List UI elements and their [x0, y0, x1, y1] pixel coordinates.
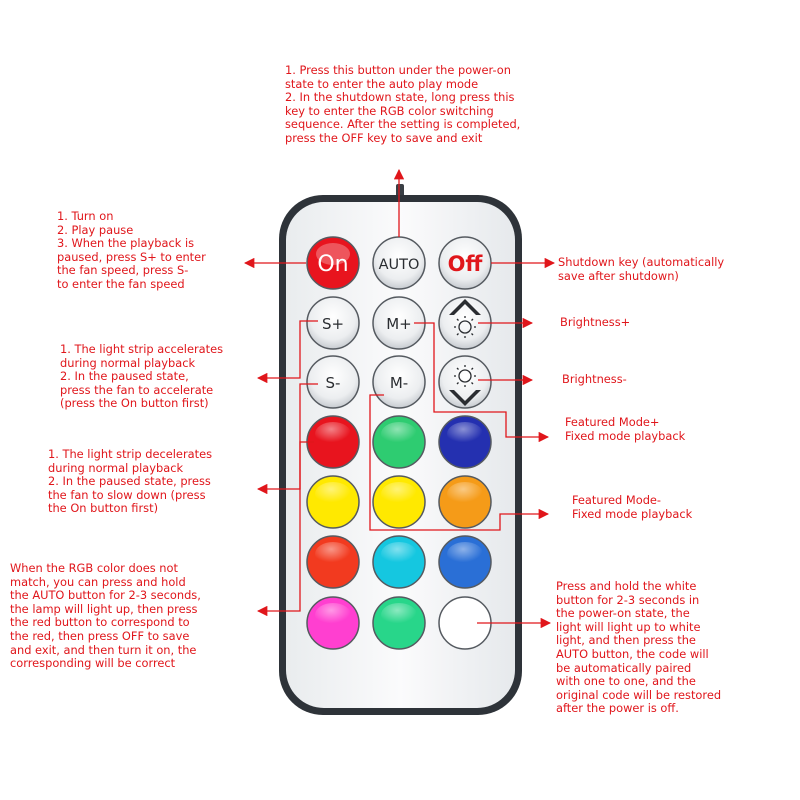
note-line: 2. In the paused state, press: [48, 474, 211, 489]
m-plus-note: Featured Mode+Fixed mode playback: [565, 415, 686, 443]
note-line: the fan to slow down (press: [48, 487, 206, 502]
note-line: Shutdown key (automatically: [558, 255, 725, 269]
sun-icon: [454, 365, 476, 387]
note-line: corresponding will be correct: [10, 656, 176, 671]
white-button[interactable]: [438, 596, 492, 650]
note-line: 1. Turn on: [57, 209, 114, 223]
chevron-down-icon: [449, 390, 481, 406]
mint-green-button[interactable]: [372, 596, 426, 650]
note-line: after the power is off.: [556, 701, 679, 716]
m-minus-button-label: M-: [390, 374, 408, 392]
m-minus-pointer-arrow: [369, 394, 550, 531]
note-line: (press the On button first): [60, 396, 209, 411]
note-line: Fixed mode playback: [565, 428, 686, 443]
note-line: AUTO button, the code will: [556, 646, 709, 661]
note-line: 1. The light strip accelerates: [60, 342, 224, 356]
note-line: light, and then press the: [556, 633, 696, 648]
cyan-button[interactable]: [372, 535, 426, 589]
note-line: press the OFF key to save and exit: [285, 130, 483, 145]
note-line: 2. In the shutdown state, long press thi…: [285, 90, 515, 105]
s-minus-pointer-arrow: [256, 383, 318, 495]
s-minus-button[interactable]: S-: [306, 355, 360, 409]
s-plus-button[interactable]: S+: [306, 296, 360, 350]
note-line: original code will be restored: [556, 687, 722, 702]
note-line: be automatically paired: [556, 660, 692, 675]
magenta-button[interactable]: [306, 596, 360, 650]
note-line: Fixed mode playback: [572, 506, 693, 521]
note-line: When the RGB color does not: [10, 561, 178, 575]
remote-cable-stub: [396, 184, 404, 198]
m-minus-button[interactable]: M-: [372, 355, 426, 409]
chevron-up-icon: [449, 299, 481, 315]
m-plus-pointer-arrow: [414, 322, 550, 443]
note-line: sequence. After the setting is completed…: [285, 117, 521, 132]
note-line: key to enter the RGB color switching: [285, 103, 494, 118]
light-blue-button[interactable]: [438, 535, 492, 589]
note-line: to enter the fan speed: [57, 276, 185, 291]
off-button-label: Off: [448, 252, 484, 276]
red-orange-button[interactable]: [306, 535, 360, 589]
note-line: Brightness+: [560, 315, 631, 329]
brightness-down-button[interactable]: [438, 355, 492, 409]
note-line: and exit, and then turn it on, the: [10, 642, 197, 657]
s-minus-button-label: S-: [326, 374, 341, 392]
red-button[interactable]: [306, 415, 360, 469]
color-button-grid: [306, 415, 492, 650]
note-line: paused, press S+ to enter: [57, 249, 206, 264]
note-line: Featured Mode+: [565, 415, 660, 429]
note-line: press the fan to accelerate: [60, 382, 214, 397]
note-line: the fan speed, press S-: [57, 263, 189, 278]
green-button[interactable]: [372, 415, 426, 469]
on-button-label: On: [317, 252, 348, 277]
note-line: light will light up to white: [556, 619, 701, 634]
note-line: button for 2-3 seconds in: [556, 592, 700, 607]
s-plus-pointer-arrow: [256, 320, 318, 384]
note-line: Press and hold the white: [556, 579, 697, 593]
note-line: Featured Mode-: [572, 493, 662, 507]
off-button[interactable]: Off: [438, 236, 492, 290]
note-line: during normal playback: [60, 355, 196, 370]
note-line: Brightness-: [562, 372, 627, 386]
brightness-down-note: Brightness-: [562, 372, 627, 387]
note-line: the lamp will light up, then press: [10, 601, 198, 616]
note-line: 1. Press this button under the power-on: [285, 63, 511, 77]
yellow-button[interactable]: [306, 475, 360, 529]
brightness-up-note: Brightness+: [560, 315, 631, 330]
auto-button-label: AUTO: [379, 257, 420, 273]
note-line: state to enter the auto play mode: [285, 76, 479, 91]
orange-button[interactable]: [438, 475, 492, 529]
note-line: the AUTO button for 2-3 seconds,: [10, 588, 201, 603]
note-line: 3. When the playback is: [57, 236, 195, 251]
m-plus-button-label: M+: [386, 315, 412, 333]
note-line: the On button first): [48, 501, 159, 516]
note-line: with one to one, and the: [556, 674, 696, 689]
note-line: the red button to correspond to: [10, 615, 190, 630]
auto-button[interactable]: AUTO: [372, 236, 426, 290]
note-line: match, you can press and hold: [10, 574, 186, 589]
yellow-2-button[interactable]: [372, 475, 426, 529]
blue-button[interactable]: [438, 415, 492, 469]
note-line: the power-on state, the: [556, 606, 690, 621]
note-line: 1. The light strip decelerates: [48, 447, 213, 461]
red-pointer-arrow: [256, 441, 314, 617]
note-line: 2. Play pause: [57, 222, 134, 237]
note-line: 2. In the paused state,: [60, 369, 189, 384]
note-line: save after shutdown): [558, 268, 679, 283]
m-minus-note: Featured Mode-Fixed mode playback: [572, 493, 693, 521]
note-line: during normal playback: [48, 460, 184, 475]
note-line: the red, then press OFF to save: [10, 628, 190, 643]
on-button[interactable]: On: [306, 236, 360, 290]
sun-icon: [454, 316, 476, 338]
s-plus-button-label: S+: [322, 315, 344, 333]
